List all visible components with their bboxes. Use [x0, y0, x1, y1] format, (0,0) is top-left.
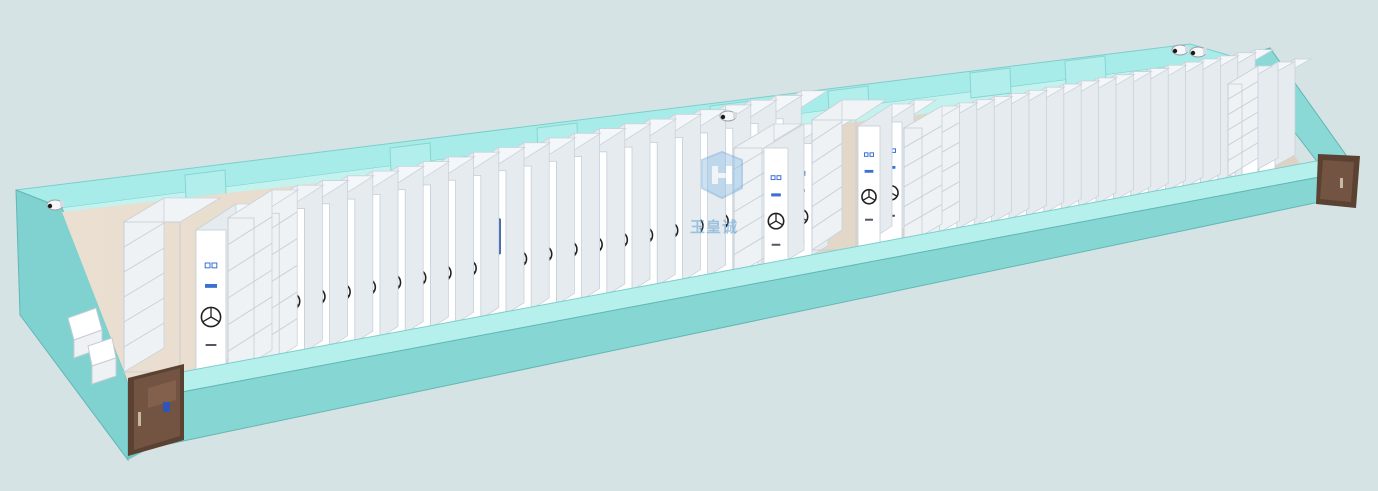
storage-boxes	[67, 307, 117, 385]
security-camera-icon	[1171, 44, 1189, 56]
indicator-light	[770, 175, 776, 181]
open-shelf-unit	[810, 99, 888, 251]
entrance-door-right[interactable]	[1316, 154, 1360, 208]
open-shelf-unit	[226, 189, 300, 379]
door-handle	[138, 412, 141, 426]
open-shelf-unit	[122, 197, 222, 373]
watermark-text: 玉皇诚	[690, 218, 738, 236]
watermark: 玉皇诚	[690, 150, 743, 236]
indicator-light	[869, 152, 875, 157]
cabinet-front	[763, 147, 789, 275]
security-camera-icon	[719, 110, 737, 122]
indicator-light	[211, 262, 218, 269]
handwheel-icon[interactable]	[767, 212, 785, 230]
label-card	[864, 169, 874, 173]
label-card	[205, 284, 217, 288]
handwheel-icon[interactable]	[200, 306, 222, 328]
shield-logo-icon	[701, 150, 743, 200]
indicator-light	[204, 262, 211, 269]
handwheel-icon[interactable]	[861, 188, 877, 205]
label-card	[771, 193, 781, 197]
indicator-light	[863, 152, 869, 157]
cabinet-lock	[771, 243, 781, 246]
door-handle	[1340, 178, 1343, 188]
mobile-cabinet	[762, 123, 830, 275]
indicator-light	[776, 175, 782, 181]
security-camera-icon	[46, 199, 64, 211]
mobile-cabinet	[856, 103, 916, 249]
entrance-door-left[interactable]	[128, 364, 184, 456]
open-shelf-unit	[1226, 65, 1274, 177]
cabinet-front	[195, 229, 227, 381]
cabinet-lock	[205, 344, 217, 346]
open-shelf-unit	[902, 105, 962, 247]
cabinet-lock	[865, 218, 873, 221]
security-camera-icon	[1189, 46, 1207, 58]
door-access-panel	[163, 402, 170, 412]
cabinet-front	[857, 125, 881, 249]
mobile-shelving-cabinets	[122, 48, 1313, 381]
